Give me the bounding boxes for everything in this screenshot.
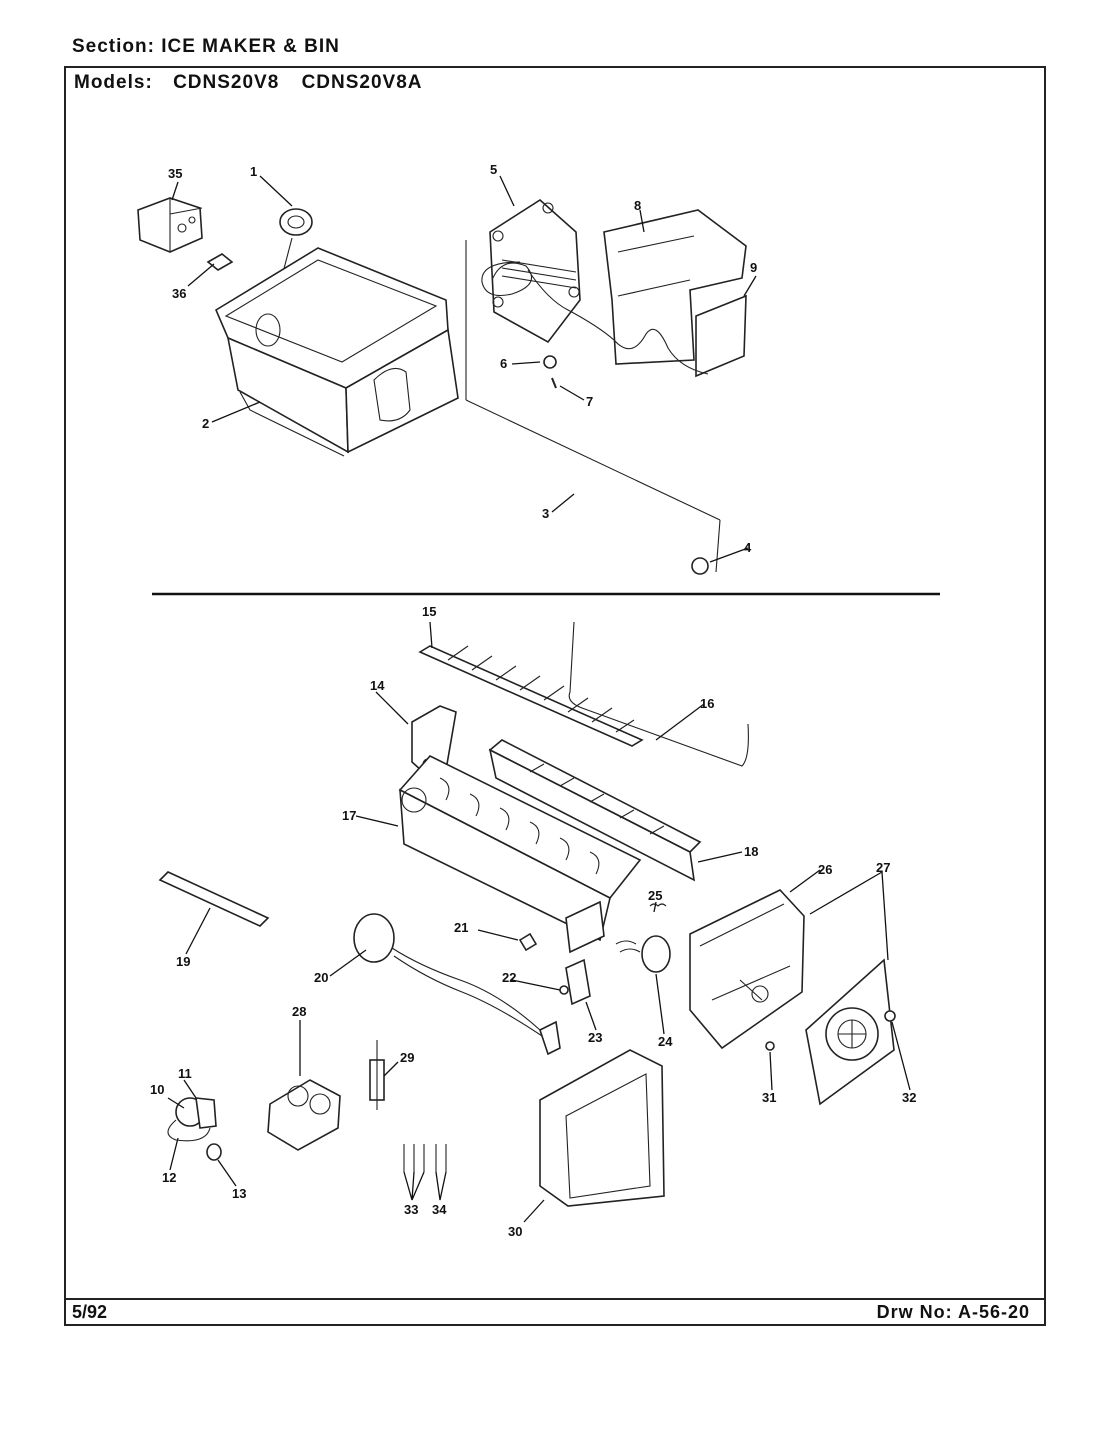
callout-10: 10 (150, 1082, 164, 1097)
part-32-screw (884, 1010, 896, 1022)
part-36-clip (206, 253, 234, 271)
callout-9: 9 (750, 260, 757, 275)
callout-2: 2 (202, 416, 209, 431)
drawing-number: Drw No: A-56-20 (877, 1302, 1030, 1323)
part-8-ice-duct (603, 209, 747, 365)
callout-6: 6 (500, 356, 507, 371)
part-25-spring (649, 903, 667, 907)
callout-7: 7 (586, 394, 593, 409)
callout-25: 25 (648, 888, 662, 903)
part-1-drive-nut (279, 208, 313, 236)
callout-27: 27 (876, 860, 890, 875)
section-label: Section: (72, 36, 155, 57)
callout-20: 20 (314, 970, 328, 985)
part-21-block (518, 932, 538, 952)
drawing-number-label: Drw No: (876, 1302, 953, 1322)
callout-29: 29 (400, 1050, 414, 1065)
callout-36: 36 (172, 286, 186, 301)
callout-17: 17 (342, 808, 356, 823)
part-15-ejector (418, 645, 644, 747)
callout-23: 23 (588, 1030, 602, 1045)
drawing-frame (64, 66, 1046, 1326)
callout-15: 15 (422, 604, 436, 619)
callout-19: 19 (176, 954, 190, 969)
section-heading: Section: ICE MAKER & BIN (72, 36, 340, 58)
models-heading: Models: CDNS20V8 CDNS20V8A (74, 72, 423, 94)
callout-26: 26 (818, 862, 832, 877)
section-value: ICE MAKER & BIN (161, 36, 340, 57)
callout-18: 18 (744, 844, 758, 859)
part-2-ice-bin (214, 247, 459, 457)
callout-24: 24 (658, 1034, 673, 1049)
callout-32: 32 (902, 1090, 916, 1105)
callout-16: 16 (700, 696, 714, 711)
callout-1: 1 (250, 164, 257, 179)
revision-date: 5/92 (72, 1302, 108, 1322)
callout-22: 22 (502, 970, 516, 985)
part-6-nut (543, 355, 557, 369)
drawing-number-value: A-56-20 (957, 1302, 1030, 1322)
callout-leaders (167, 175, 911, 1223)
part-3-heater-wire (481, 261, 709, 575)
part-31-screw (765, 1041, 775, 1051)
part-23-switch-plate (565, 900, 605, 1006)
callout-33: 33 (404, 1202, 418, 1217)
part-19-heater (158, 871, 270, 927)
callout-14: 14 (370, 678, 385, 693)
part-5-chute-bracket (489, 198, 581, 344)
callout-3: 3 (542, 506, 549, 521)
callout-21: 21 (454, 920, 468, 935)
callout-13: 13 (232, 1186, 246, 1201)
callout-12: 12 (162, 1170, 176, 1185)
callout-4: 4 (744, 540, 752, 555)
part-9-duct-gasket (695, 294, 747, 378)
callout-5: 5 (490, 162, 497, 177)
callout-8: 8 (634, 198, 641, 213)
callout-numbers: 1 2 3 4 5 6 7 8 9 10 11 12 13 14 15 16 1… (150, 162, 916, 1239)
part-24-thermostat (615, 935, 671, 973)
part-27-drive-motor (805, 958, 895, 1106)
callout-28: 28 (292, 1004, 306, 1019)
part-28-water-valve (267, 1079, 341, 1151)
callout-30: 30 (508, 1224, 522, 1239)
models-label: Models: (74, 72, 153, 93)
part-33-34-screws (403, 1144, 447, 1172)
callout-11: 11 (178, 1066, 192, 1081)
callout-35: 35 (168, 166, 182, 181)
footer: 5/92 Drw No: A-56-20 (64, 1298, 1046, 1326)
part-13-clamp (206, 1143, 222, 1161)
part-20-wire-harness (353, 913, 561, 1056)
model-1: CDNS20V8 (173, 72, 280, 93)
part-12-water-tube (167, 1119, 211, 1142)
part-22-screw (559, 985, 569, 995)
part-17-ice-mold (398, 755, 642, 942)
callout-31: 31 (762, 1090, 776, 1105)
part-35-bin-motor (137, 197, 203, 253)
model-2: CDNS20V8A (301, 72, 423, 93)
part-10-11-valve-fitting (175, 1097, 217, 1129)
part-29-tube-fitting (369, 1040, 385, 1110)
part-26-control-housing (689, 889, 805, 1050)
part-18-stripper (488, 739, 702, 882)
part-16-shutoff-arm (568, 621, 749, 767)
part-30-cover (539, 1049, 665, 1207)
callout-34: 34 (432, 1202, 447, 1217)
part-7-pin (551, 377, 557, 389)
